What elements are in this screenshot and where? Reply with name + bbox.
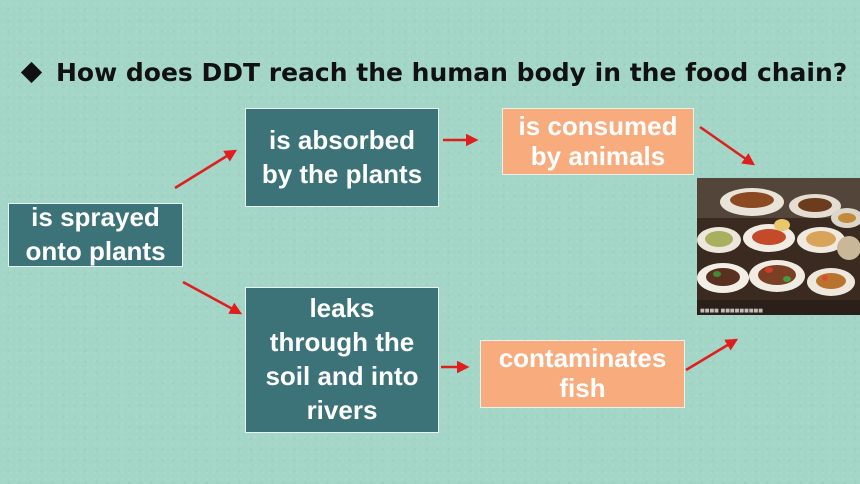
arrow-start-to-absorbed — [174, 149, 238, 190]
contaminates-fish-box-label: contaminates fish — [498, 343, 667, 403]
consumed-box: is consumed by animals — [502, 108, 694, 175]
food-dishes-illustration — [697, 178, 860, 315]
leaks-box: leaks through the soil and into rivers — [245, 287, 439, 433]
arrow-start-to-leaks — [182, 280, 243, 315]
contaminates-fish-box: contaminates fish — [480, 340, 685, 408]
arrow-fish-to-food — [685, 338, 739, 372]
question-text: How does DDT reach the human body in the… — [56, 57, 848, 87]
food-dishes-image: ■■■■ ■■■■■■■■■ — [697, 178, 860, 315]
arrow-consumed-to-food — [699, 125, 756, 166]
diamond-bullet-icon — [20, 61, 43, 83]
start-box-label: is sprayed onto plants — [25, 202, 166, 266]
image-watermark: ■■■■ ■■■■■■■■■ — [700, 308, 764, 314]
question-heading: How does DDT reach the human body in the… — [18, 52, 847, 92]
absorbed-box: is absorbed by the plants — [245, 108, 439, 207]
consumed-box-label: is consumed by animals — [518, 110, 678, 171]
absorbed-box-label: is absorbed by the plants — [261, 124, 423, 189]
leaks-box-label: leaks through the soil and into rivers — [265, 293, 419, 425]
start-box-sprayed: is sprayed onto plants — [8, 202, 183, 267]
